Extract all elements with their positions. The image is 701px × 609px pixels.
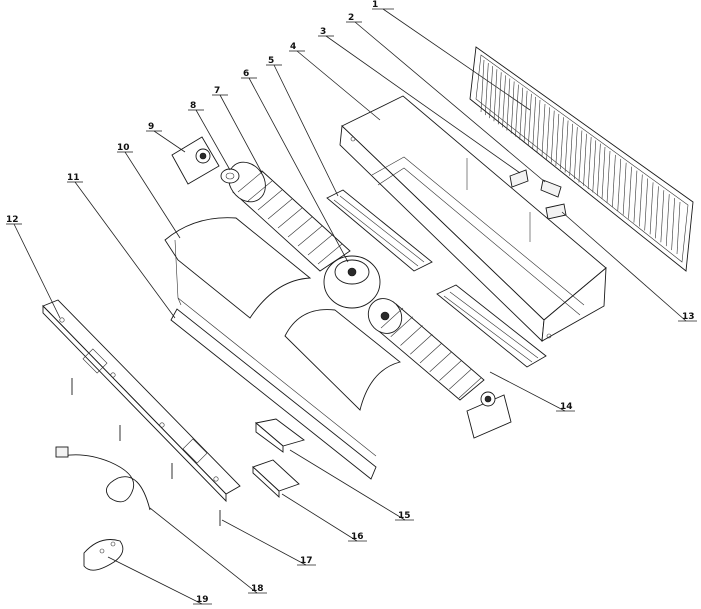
detail-line	[536, 99, 541, 153]
detail-line	[497, 72, 502, 125]
callout-15: 15	[398, 511, 411, 521]
detail-line	[267, 198, 293, 220]
detail-line	[649, 182, 654, 235]
callout-5: 5	[268, 56, 274, 66]
screws	[71, 378, 221, 526]
detail-line	[419, 342, 443, 364]
detail-line	[449, 369, 472, 390]
detail-line	[622, 162, 627, 215]
callout-16: 16	[351, 532, 364, 542]
callout-12: 12	[6, 215, 19, 225]
cable-gland-plate	[83, 539, 124, 571]
callout-17: 17	[300, 556, 313, 566]
detail-line	[519, 87, 524, 140]
detail-line	[564, 120, 569, 173]
callout-14: 14	[560, 402, 573, 412]
callout-13: 13	[682, 312, 695, 322]
detail-line	[380, 307, 404, 329]
callout-labels: 1 2 3 4 5 6 7 8 9 10 11 12	[6, 0, 697, 605]
bearing-plate-left	[171, 136, 220, 185]
detail-line	[612, 154, 616, 207]
detail-line	[541, 103, 546, 157]
main-housing	[339, 95, 607, 342]
detail-line	[510, 81, 515, 134]
bearing-plate-right	[466, 391, 512, 439]
detail-line	[485, 63, 489, 116]
detail-line	[277, 207, 303, 229]
power-cable	[55, 446, 151, 511]
detail-line	[532, 96, 536, 149]
mounting-rail-lower	[436, 284, 547, 368]
detail-line	[665, 194, 670, 247]
detail-line	[644, 178, 648, 231]
detail-line	[578, 130, 583, 183]
detail-line	[287, 216, 313, 238]
callout-18: 18	[251, 584, 264, 594]
detail-line	[633, 170, 638, 223]
detail-line	[555, 113, 560, 166]
detail-line	[257, 189, 283, 211]
detail-line	[655, 186, 659, 239]
callout-19: 19	[196, 595, 209, 605]
detail-line	[592, 140, 597, 193]
detail-line	[515, 84, 519, 137]
detail-line	[307, 234, 333, 256]
detail-line	[523, 90, 528, 143]
detail-line	[583, 133, 587, 186]
callout-7: 7	[214, 86, 220, 96]
fan-rotor-lower	[367, 298, 485, 401]
detail-line	[628, 166, 632, 219]
detail-line	[676, 201, 681, 255]
detail-line	[550, 110, 555, 163]
detail-line	[606, 150, 611, 204]
callout-8: 8	[190, 101, 196, 111]
detail-line	[297, 225, 323, 247]
detail-line	[480, 59, 485, 113]
detail-line	[390, 316, 413, 337]
detail-line	[560, 117, 564, 170]
detail-line	[429, 351, 452, 372]
motor	[323, 255, 381, 309]
callout-4: 4	[290, 42, 296, 52]
terminal-box-cover	[255, 418, 305, 453]
detail-line	[671, 198, 675, 251]
detail-line	[410, 334, 433, 355]
detail-line	[493, 69, 498, 122]
detail-line	[502, 75, 506, 128]
detail-line	[237, 171, 263, 193]
detail-line	[528, 93, 532, 146]
callout-10: 10	[117, 143, 130, 153]
detail-line	[489, 66, 493, 119]
top-brackets	[509, 169, 567, 220]
detail-line	[506, 78, 511, 131]
detail-line	[597, 143, 601, 196]
detail-line	[569, 123, 573, 176]
back-mounting-plate	[42, 299, 241, 503]
volute-scroll-upper	[164, 217, 401, 411]
terminal-box	[252, 459, 300, 499]
front-grille	[469, 46, 694, 272]
detail-line	[400, 325, 423, 346]
callout-1: 1	[372, 0, 378, 10]
detail-line	[587, 137, 592, 190]
detail-line	[247, 180, 273, 202]
detail-line	[660, 190, 665, 243]
callout-3: 3	[320, 27, 326, 37]
detail-line	[546, 107, 550, 160]
callout-11: 11	[67, 173, 80, 183]
callout-6: 6	[243, 69, 249, 79]
callout-2: 2	[348, 13, 354, 23]
detail-line	[617, 158, 622, 211]
mounting-rail-upper	[326, 189, 433, 272]
detail-line	[574, 127, 578, 180]
detail-line	[458, 377, 482, 399]
callout-9: 9	[148, 122, 154, 132]
detail-line	[639, 174, 643, 227]
detail-line	[317, 243, 343, 265]
bearing	[220, 168, 240, 184]
detail-line	[601, 146, 606, 200]
detail-line	[439, 360, 462, 381]
mounting-frame-rail	[170, 239, 377, 480]
